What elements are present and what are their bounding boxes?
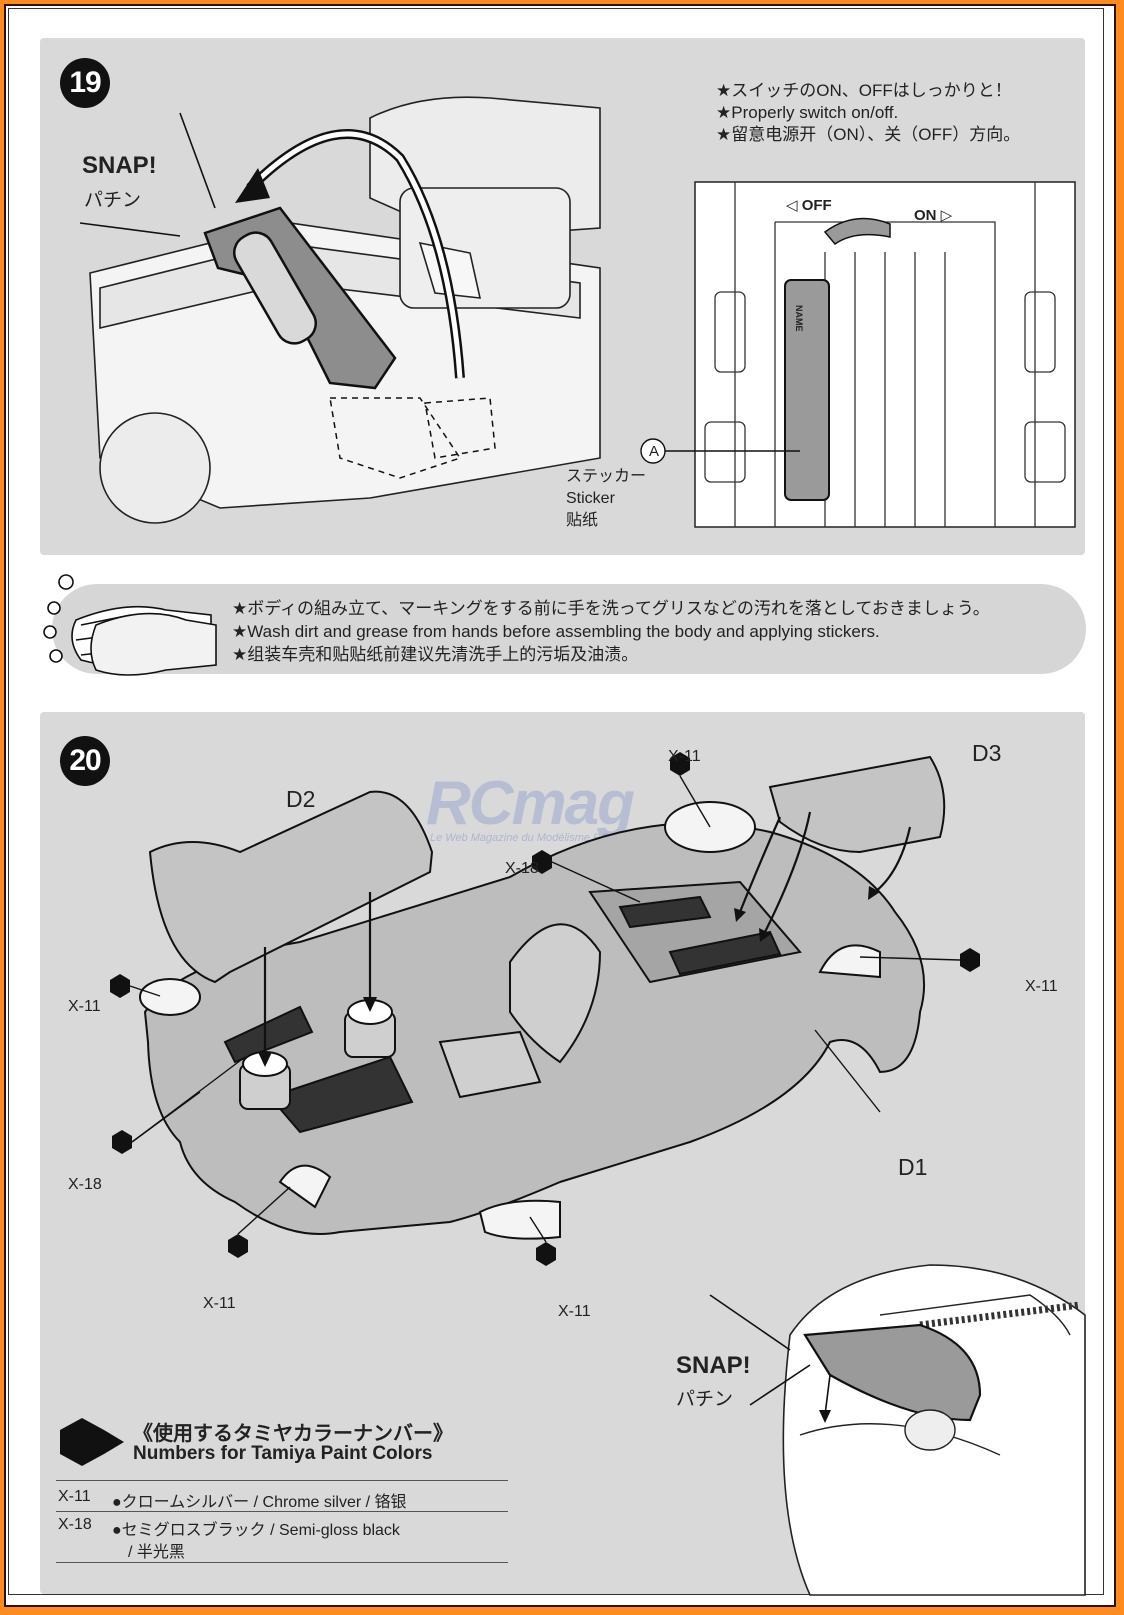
step-19-chassis-illustration — [79, 96, 601, 524]
watermark-logo: RCmag — [426, 769, 635, 838]
paint-row-x11-desc: ●クロームシルバー / Chrome silver / 铬银 — [112, 1494, 407, 1511]
paint-row-x18-desc: ●セミグロスブラック / Semi-gloss black — [112, 1522, 400, 1539]
callout-x18-top: X-18 — [505, 860, 539, 877]
paint-title-jp: 《使用するタミヤカラーナンバー》 — [133, 1423, 453, 1445]
name-label: NAME — [794, 305, 804, 332]
part-label-d2: D2 — [286, 786, 316, 812]
wash-instructions: ★ボディの組み立て、マーキングをする前に手を洗ってグリスなどの汚れを落としておき… — [232, 597, 990, 666]
step-20-snap-jp-label: パチン — [676, 1389, 734, 1410]
callout-x18-left: X-18 — [68, 1176, 102, 1193]
on-label: ON ▷ — [914, 207, 953, 224]
paint-table-rule-mid — [56, 1511, 508, 1512]
hands-icon — [43, 574, 217, 676]
wash-hands-band — [52, 584, 1086, 674]
wash-line-en: ★Wash dirt and grease from hands before … — [232, 622, 880, 641]
car-body-illustration — [110, 752, 980, 1266]
snap-detail-illustration — [782, 1264, 1086, 1596]
step-19-snap-jp-label: パチン — [84, 190, 142, 211]
switch-note-en: ★Properly switch on/off. — [716, 103, 899, 122]
off-label: ◁ OFF — [786, 197, 832, 214]
callout-x11-right: X-11 — [1025, 978, 1058, 995]
sticker-a-marker: A — [648, 443, 659, 460]
callout-x11-top: X-11 — [668, 748, 701, 765]
watermark-subtitle: Le Web Magazine du Modélisme RC — [430, 832, 609, 844]
paint-row-x18-code: X-18 — [58, 1516, 92, 1533]
step-19-number: 19 — [60, 58, 110, 108]
paint-color-icon — [60, 1418, 124, 1466]
wash-line-jp: ★ボディの組み立て、マーキングをする前に手を洗ってグリスなどの汚れを落としておき… — [232, 599, 990, 618]
wash-line-cn: ★组装车壳和贴贴纸前建议先清洗手上的污垢及油渍。 — [232, 645, 639, 664]
sticker-label-cn: 贴纸 — [566, 512, 599, 529]
callout-x11-left: X-11 — [68, 998, 101, 1015]
snap-leader-lines — [709, 1294, 811, 1406]
step-20-number: 20 — [60, 736, 110, 786]
part-label-d3: D3 — [972, 740, 1002, 766]
chassis-underside-illustration — [694, 181, 1076, 528]
switch-note-jp: ★スイッチのON、OFFはしっかりと！ — [716, 81, 1012, 100]
paint-row-x18-desc2: / 半光黑 — [128, 1544, 185, 1561]
part-label-d1: D1 — [898, 1154, 928, 1180]
paint-title-en: Numbers for Tamiya Paint Colors — [133, 1443, 433, 1464]
sticker-a-leader — [640, 438, 800, 464]
paint-table-rule-bottom — [56, 1562, 508, 1563]
sticker-label-en: Sticker — [566, 490, 615, 507]
paint-table-rule-top — [56, 1480, 508, 1481]
step-19-snap-label: SNAP! — [82, 152, 157, 179]
page-inner-frame — [8, 8, 1104, 1595]
step-20-snap-label: SNAP! — [676, 1352, 751, 1379]
sticker-label-jp: ステッカー — [566, 468, 647, 485]
callout-x11-bottom-left: X-11 — [203, 1295, 236, 1312]
paint-row-x11-code: X-11 — [58, 1488, 91, 1505]
switch-note-cn: ★留意电源开（ON）、关（OFF）方向。 — [716, 125, 1021, 144]
callout-x11-bottom: X-11 — [558, 1303, 591, 1320]
